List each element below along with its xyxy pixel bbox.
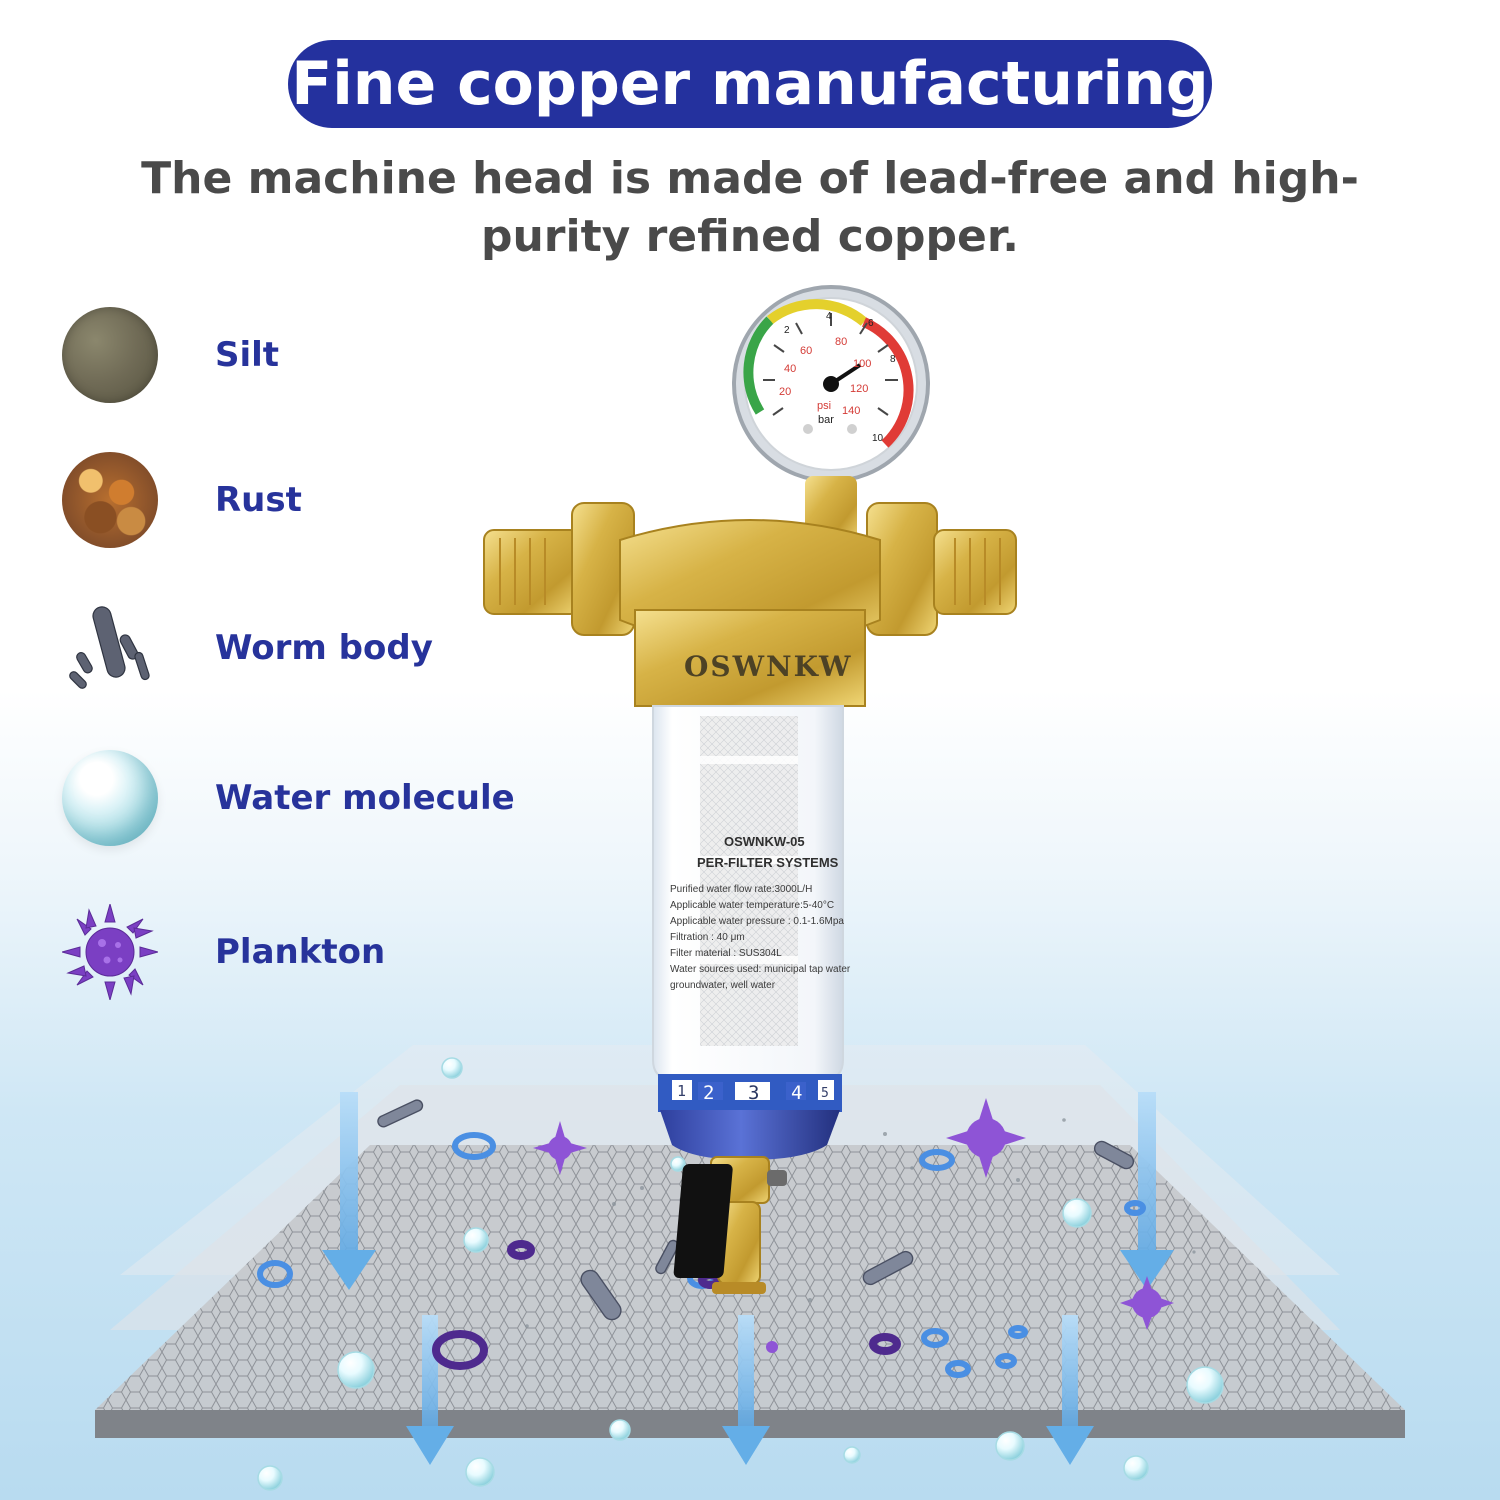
spec-line-4: Filtration : 40 μm bbox=[670, 932, 745, 943]
legend-label-plankton: Plankton bbox=[215, 932, 386, 972]
blue-bottom-cap: 1 2 3 4 5 bbox=[658, 1074, 842, 1160]
gauge-psi-tick-40: 40 bbox=[784, 363, 796, 375]
legend-item-worm-body: Worm body bbox=[62, 600, 532, 696]
legend-label-rust: Rust bbox=[215, 480, 302, 520]
legend-item-water-molecule: Water molecule bbox=[62, 750, 532, 846]
floating-particles bbox=[257, 1057, 1224, 1491]
page-title: Fine copper manufacturing bbox=[288, 40, 1212, 128]
cartridge-number-5: 5 bbox=[821, 1086, 829, 1101]
rust-icon bbox=[62, 452, 158, 548]
gauge-psi-tick-60: 60 bbox=[800, 345, 812, 357]
spec-line-1: Purified water flow rate:3000L/H bbox=[670, 884, 812, 895]
drain-valve bbox=[673, 1156, 787, 1294]
gauge-psi-tick-20: 20 bbox=[779, 386, 791, 398]
gauge-bar-tick-8: 8 bbox=[890, 354, 896, 365]
gauge-unit-psi: psi bbox=[817, 400, 831, 412]
flow-arrows bbox=[322, 1092, 1174, 1465]
arrow-icon bbox=[1120, 1092, 1174, 1290]
gauge-psi-tick-80: 80 bbox=[835, 336, 847, 348]
product-system-name: PER-FILTER SYSTEMS bbox=[697, 855, 839, 870]
cartridge-number-3: 3 bbox=[748, 1082, 759, 1104]
worm-body-icon bbox=[62, 600, 158, 696]
water-molecule-icon bbox=[62, 750, 158, 846]
arrow-icon bbox=[1046, 1315, 1094, 1465]
cartridge-number-2: 2 bbox=[703, 1082, 714, 1104]
spec-line-7: groundwater, well water bbox=[670, 980, 776, 991]
page-subtitle: The machine head is made of lead-free an… bbox=[141, 153, 1359, 262]
plankton-icon bbox=[60, 902, 160, 1002]
arrow-icon bbox=[406, 1315, 454, 1465]
spec-line-5: Filter material : SUS304L bbox=[670, 948, 782, 959]
cartridge-number-1: 1 bbox=[677, 1082, 686, 1100]
gauge-bar-tick-10: 10 bbox=[872, 433, 884, 444]
legend-item-silt: Silt bbox=[62, 307, 532, 403]
gauge-psi-tick-120: 120 bbox=[850, 383, 868, 395]
gauge-bar-tick-2: 2 bbox=[784, 325, 790, 336]
cartridge-number-4: 4 bbox=[791, 1082, 802, 1104]
silt-icon bbox=[62, 307, 158, 403]
legend-item-plankton: Plankton bbox=[60, 902, 532, 1002]
brand-logo-head: OSWNKW bbox=[684, 650, 852, 683]
legend-label-water-molecule: Water molecule bbox=[215, 778, 515, 818]
gauge-bar-tick-6: 6 bbox=[868, 318, 874, 329]
spec-line-6: Water sources used: municipal tap water bbox=[670, 964, 851, 975]
water-filter-product: 60 80 100 120 140 40 20 2 4 6 8 10 psi b… bbox=[483, 285, 1017, 1294]
spec-line-3: Applicable water pressure : 0.1-1.6Mpa bbox=[670, 916, 844, 927]
arrow-icon bbox=[722, 1315, 770, 1465]
gauge-unit-bar: bar bbox=[818, 414, 834, 426]
spec-line-2: Applicable water temperature:5-40°C bbox=[670, 900, 834, 911]
filter-layers bbox=[95, 1045, 1405, 1438]
brass-head: OSWNKW bbox=[483, 476, 1017, 707]
gauge-psi-tick-140: 140 bbox=[842, 405, 860, 417]
gauge-bar-tick-4: 4 bbox=[826, 311, 832, 322]
legend-label-worm-body: Worm body bbox=[215, 628, 433, 668]
gauge-psi-tick-100: 100 bbox=[853, 358, 871, 370]
clear-filter-housing: OSWNKW-05 PER-FILTER SYSTEMS Purified wa… bbox=[652, 705, 851, 1081]
legend-item-rust: Rust bbox=[62, 452, 532, 548]
product-model: OSWNKW-05 bbox=[724, 834, 805, 849]
pressure-gauge: 60 80 100 120 140 40 20 2 4 6 8 10 psi b… bbox=[732, 285, 930, 483]
legend-label-silt: Silt bbox=[215, 335, 280, 375]
arrow-icon bbox=[322, 1092, 376, 1290]
